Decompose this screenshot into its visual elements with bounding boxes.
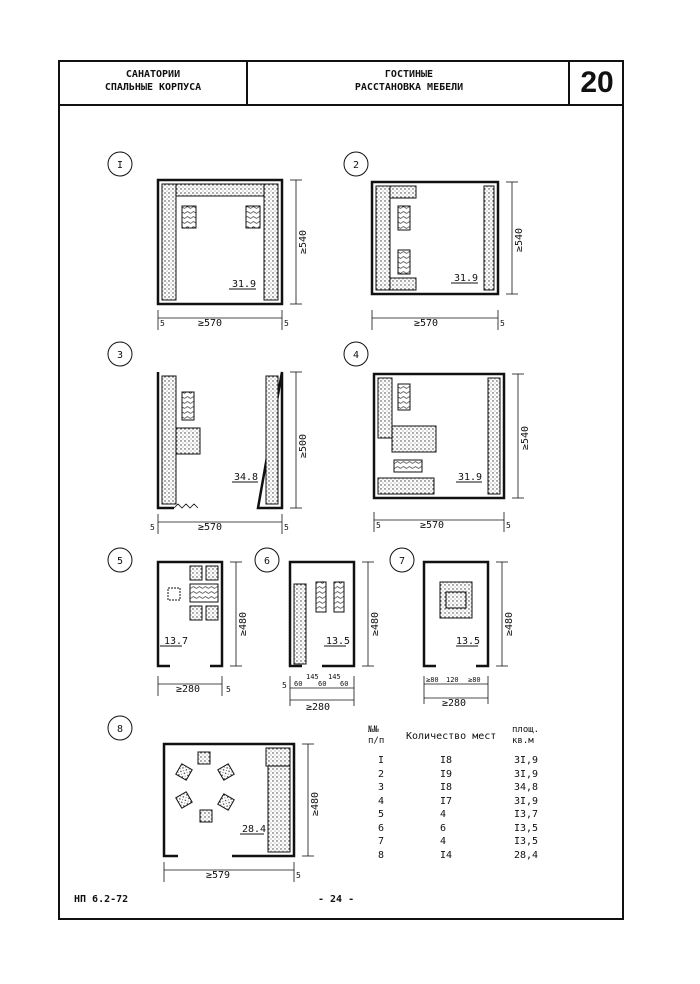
table-cell-seats: I7: [440, 795, 453, 807]
table-cell-seats: I8: [440, 782, 453, 793]
table-cell-seats: I9: [440, 768, 453, 780]
table-cell-area: 34,8: [514, 782, 539, 793]
table-cell-area: 28,4: [514, 849, 539, 861]
table-cell-area: 3I,9: [514, 755, 539, 766]
table-cell-seats: 4: [440, 809, 447, 820]
table-cell-area: I3,5: [514, 822, 539, 834]
table-cell-num: 6: [378, 822, 385, 834]
table-cell-num: 5: [378, 809, 385, 820]
footer-code: НП 6.2-72: [74, 894, 129, 905]
title-block-left: САНАТОРИИ СПАЛЬНЫЕ КОРПУСА: [60, 62, 248, 104]
table-cell-area: I3,7: [514, 809, 539, 820]
table-cell-num: 3: [378, 782, 385, 793]
table-cell-num: 8: [378, 849, 385, 861]
table-cell-seats: 4: [440, 836, 447, 847]
table-header-num: №№ п/п: [368, 725, 398, 747]
header-center-line2: РАССТАНОВКА МЕБЕЛИ: [354, 82, 464, 93]
title-block: САНАТОРИИ СПАЛЬНЫЕ КОРПУСА ГОСТИНЫЕ РАСС…: [60, 62, 622, 106]
table-header-area-line2: кв.м: [512, 736, 534, 746]
header-center-line1: ГОСТИНЫЕ: [384, 69, 434, 80]
footer-page: - 24 -: [318, 894, 355, 905]
table-header-area-line1: площ.: [512, 725, 540, 735]
table-cell-num: 2: [378, 768, 385, 780]
header-left-line1: САНАТОРИИ: [125, 69, 181, 80]
table-cell-area: I3,5: [514, 836, 539, 847]
sheet-number: 20: [580, 66, 614, 99]
table-header-area: площ. кв.м: [512, 725, 552, 747]
table-header-num-line2: п/п: [368, 736, 385, 746]
table-header-num-line1: №№: [368, 725, 379, 735]
table-cell-seats: 6: [440, 822, 447, 834]
table-cell-seats: I4: [440, 849, 453, 861]
table-cell-num: I: [378, 755, 385, 766]
drawing-sheet: САНАТОРИИ СПАЛЬНЫЕ КОРПУСА ГОСТИНЫЕ РАСС…: [58, 60, 624, 920]
table-cell-area: 3I,9: [514, 768, 539, 780]
table-cell-seats: I8: [440, 755, 453, 766]
header-left-line2: СПАЛЬНЫЕ КОРПУСА: [104, 82, 202, 93]
title-block-center: ГОСТИНЫЕ РАССТАНОВКА МЕБЕЛИ: [250, 62, 570, 104]
table-cell-num: 7: [378, 836, 385, 847]
table-cell-num: 4: [378, 795, 385, 807]
table-cell-area: 3I,9: [514, 795, 539, 807]
table-header-seats: Количество мест: [406, 731, 497, 742]
